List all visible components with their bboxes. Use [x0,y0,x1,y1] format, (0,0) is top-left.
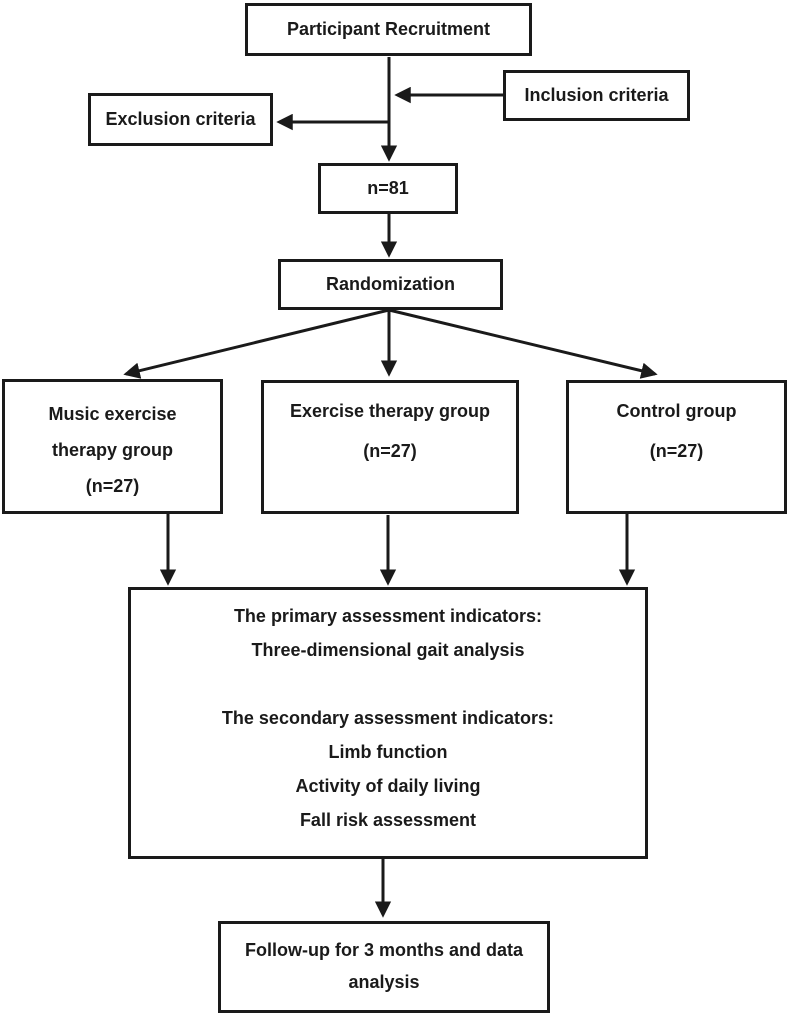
node-control-group: Control group (n=27) [566,380,787,514]
node-randomization: Randomization [278,259,503,310]
arrow-randomization-to-control-group [388,308,658,379]
node-randomization-label: Randomization [326,274,455,294]
node-inclusion-criteria-label: Inclusion criteria [524,85,669,105]
node-exercise-group-line: (n=27) [363,441,417,461]
node-sample-size: n=81 [318,163,458,214]
node-control-group-line: Control group [616,401,737,421]
node-music-group-line: Music exercise [48,404,177,424]
node-control-group-line: (n=27) [649,441,704,461]
node-assessment-line: The primary assessment indicators: [233,606,543,626]
arrow-randomization-to-music-group [123,308,390,379]
node-assessment-line: Limb function [328,742,448,762]
node-music-group-line: (n=27) [85,476,140,496]
node-exercise-therapy-group: Exercise therapy group (n=27) [261,380,519,514]
node-followup-line: Follow-up for 3 months and data [245,940,523,960]
node-sample-size-label: n=81 [367,178,409,198]
node-exercise-group-line: Exercise therapy group [289,401,491,421]
node-assessment-line: Activity of daily living [295,776,481,796]
node-inclusion-criteria: Inclusion criteria [503,70,690,121]
node-followup-analysis: Follow-up for 3 months and data analysis [218,921,550,1013]
node-followup-line: analysis [348,972,420,992]
node-music-exercise-therapy-group: Music exercise therapy group (n=27) [2,379,223,514]
node-exclusion-criteria: Exclusion criteria [88,93,273,146]
node-music-group-line: therapy group [51,440,173,460]
node-assessment-line [131,667,645,701]
node-assessment-indicators: The primary assessment indicators: Three… [128,587,648,859]
node-assessment-line: Fall risk assessment [299,810,477,830]
node-participant-recruitment-label: Participant Recruitment [286,19,491,39]
node-participant-recruitment: Participant Recruitment [245,3,532,56]
node-assessment-line: Three-dimensional gait analysis [251,640,525,660]
node-exclusion-criteria-label: Exclusion criteria [105,109,256,129]
node-assessment-line: The secondary assessment indicators: [221,708,555,728]
